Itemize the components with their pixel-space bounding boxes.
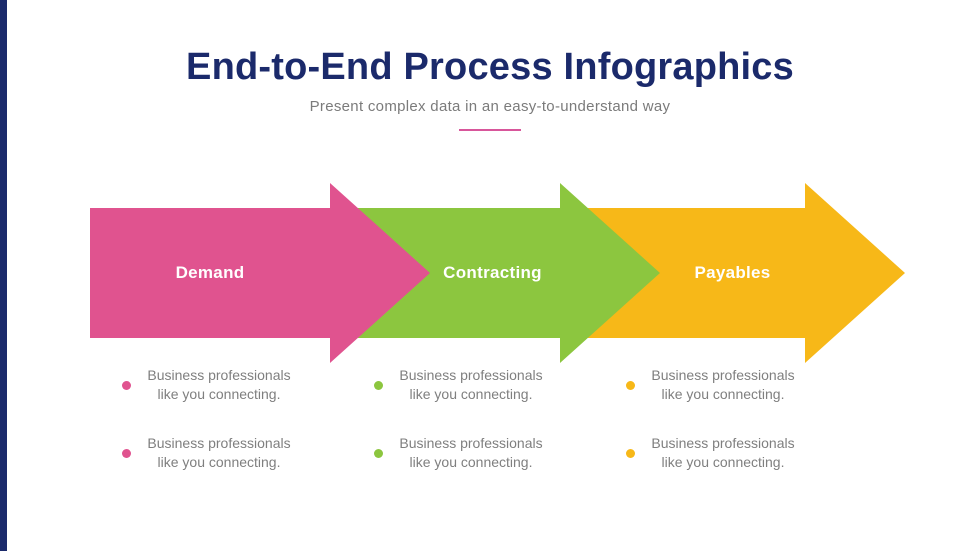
list-item: Business professionals like you connecti…	[352, 434, 572, 472]
process-arrow-label: Contracting	[443, 263, 542, 282]
list-item: Business professionals like you connecti…	[604, 434, 824, 472]
bullet-column-payables: Business professionals like you connecti…	[604, 366, 824, 502]
bullet-dot-icon	[374, 448, 383, 458]
title-divider	[459, 129, 521, 131]
process-arrow-label: Payables	[694, 263, 771, 282]
list-item: Business professionals like you connecti…	[604, 366, 824, 404]
list-item: Business professionals like you connecti…	[100, 434, 320, 472]
bullet-dot-icon	[374, 380, 383, 390]
bullet-dot-icon	[626, 380, 635, 390]
page-title: End-to-End Process Infographics	[186, 46, 794, 88]
bullet-column-contracting: Business professionals like you connecti…	[352, 366, 572, 502]
bullet-dot-icon	[122, 448, 131, 458]
bullet-dot-icon	[122, 380, 131, 390]
process-arrow-label: Demand	[175, 263, 245, 282]
bullet-dot-icon	[626, 448, 635, 458]
list-item: Business professionals like you connecti…	[352, 366, 572, 404]
bullet-column-demand: Business professionals like you connecti…	[100, 366, 320, 502]
bullet-text: Business professionals like you connecti…	[651, 367, 795, 402]
bullet-text: Business professionals like you connecti…	[399, 367, 543, 402]
list-item: Business professionals like you connecti…	[100, 366, 320, 404]
left-accent-bar	[0, 0, 7, 551]
bullet-text: Business professionals like you connecti…	[147, 367, 291, 402]
bullet-text: Business professionals like you connecti…	[399, 435, 543, 470]
bullet-text: Business professionals like you connecti…	[651, 435, 795, 470]
bullet-text: Business professionals like you connecti…	[147, 435, 291, 470]
page-subtitle: Present complex data in an easy-to-under…	[309, 98, 671, 115]
